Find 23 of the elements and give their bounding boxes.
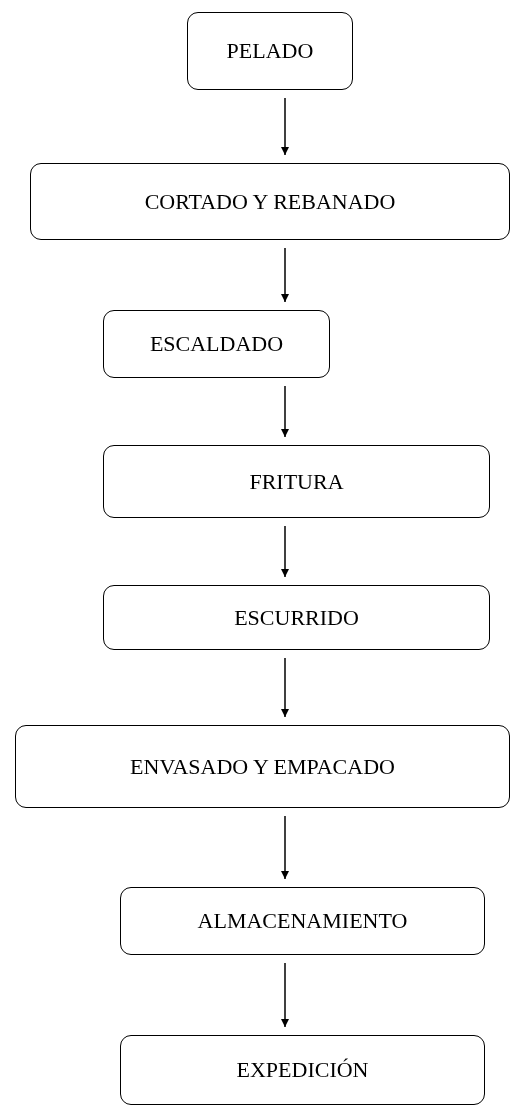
- process-box: [103, 445, 490, 518]
- process-box: [15, 725, 510, 808]
- step-label: FRITURA: [249, 468, 344, 495]
- process-box: [30, 163, 510, 240]
- step-label: ESCALDADO: [149, 331, 284, 357]
- arrow: [281, 97, 289, 156]
- process-box: [103, 310, 330, 378]
- step-label: EXPEDICIÓN: [236, 1057, 369, 1083]
- arrow: [281, 815, 289, 880]
- process-box: [120, 887, 485, 955]
- arrow: [281, 525, 289, 578]
- step-label: ENVASADO Y EMPACADO: [130, 753, 395, 780]
- step-label: ALMACENAMIENTO: [197, 908, 408, 934]
- process-box: [120, 1035, 485, 1105]
- arrow: [281, 247, 289, 303]
- process-box: [103, 585, 490, 650]
- process-box: [187, 12, 353, 90]
- step-label: CORTADO Y REBANADO: [144, 188, 396, 215]
- arrow: [281, 385, 289, 438]
- step-label: PELADO: [226, 38, 314, 64]
- step-label: ESCURRIDO: [234, 604, 359, 631]
- arrow: [281, 657, 289, 718]
- arrow: [281, 962, 289, 1028]
